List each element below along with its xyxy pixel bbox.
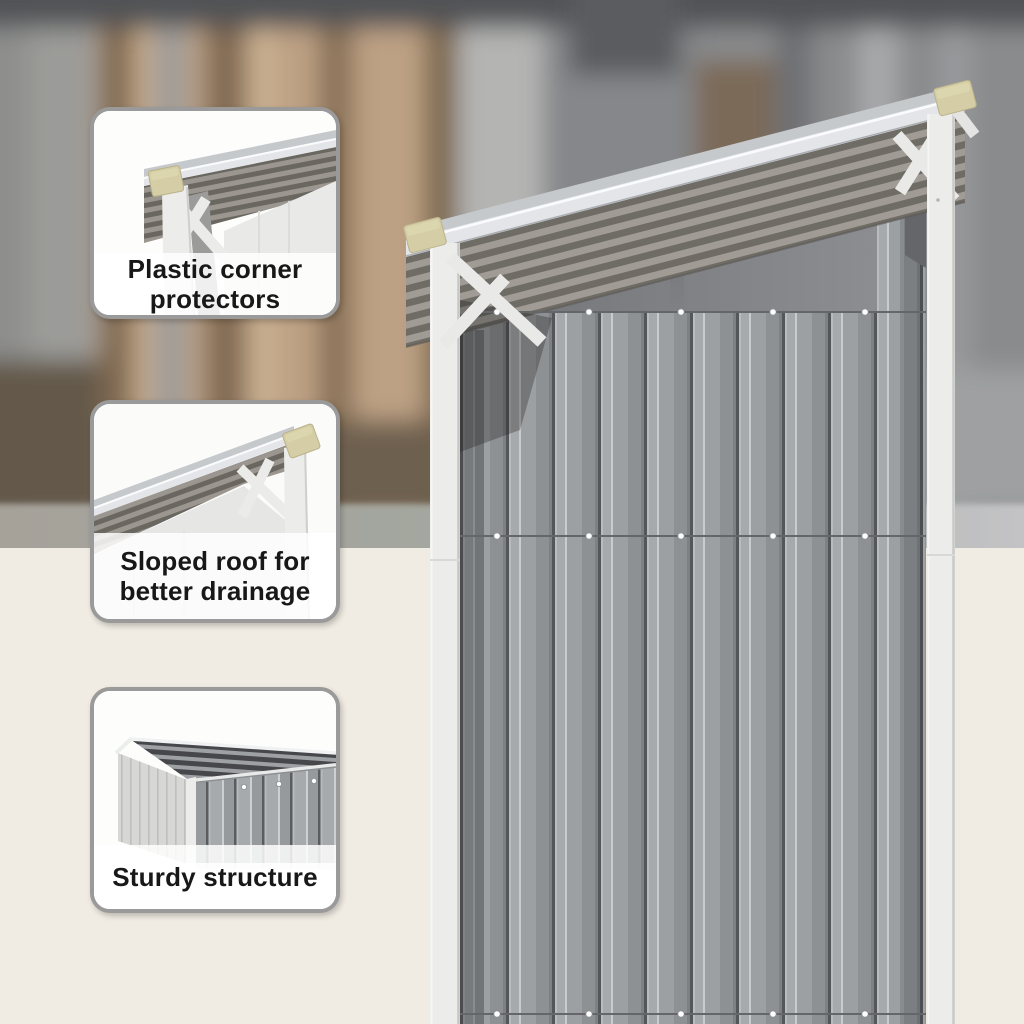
callout-label-band: Plastic corner protectors — [94, 253, 336, 315]
callout-label-band: Sloped roof for better drainage — [94, 533, 336, 619]
shed-back-wall — [460, 205, 926, 1024]
left-roof-braces — [438, 252, 547, 350]
callout-label: Sturdy structure — [112, 861, 318, 892]
callout-label-band: Sturdy structure — [94, 845, 336, 909]
front-posts — [430, 114, 955, 1024]
corner-protector-right — [933, 79, 977, 117]
callout-label: Plastic corner protectors — [127, 253, 303, 314]
roof-fascia — [405, 84, 966, 257]
callout-label: Sloped roof for better drainage — [119, 545, 311, 606]
wall-seams-and-screws — [460, 308, 926, 1018]
callout-plastic-corner-protectors: Plastic corner protectors — [90, 107, 340, 319]
callout-sturdy-structure: Sturdy structure — [90, 687, 340, 913]
callout-sloped-roof: Sloped roof for better drainage — [90, 400, 340, 623]
corner-protector-left — [403, 216, 447, 254]
